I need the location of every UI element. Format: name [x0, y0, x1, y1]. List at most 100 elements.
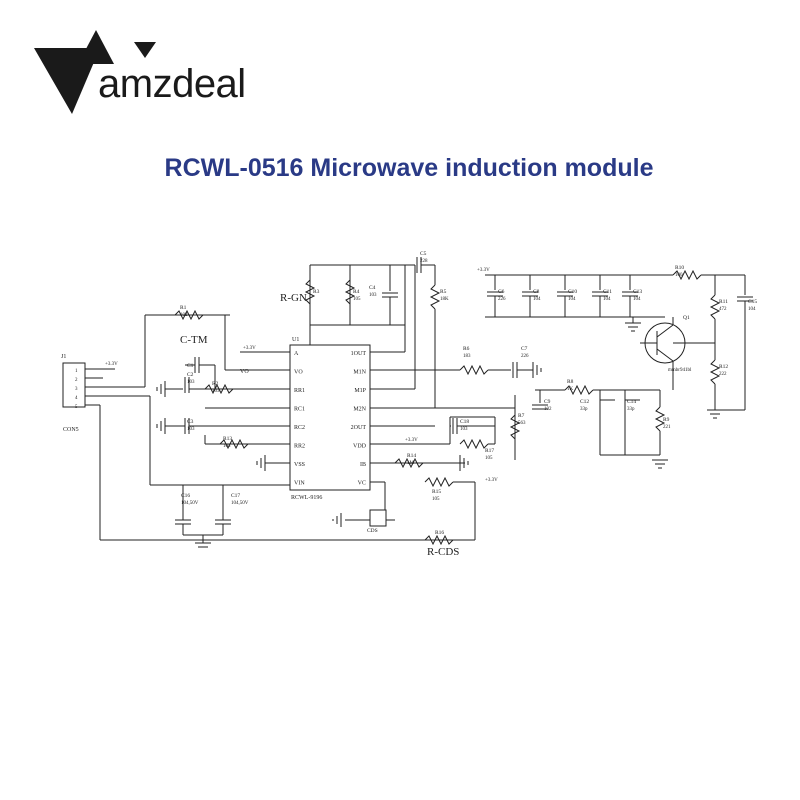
chip-part: RCWL-9196 — [291, 495, 322, 501]
component-ref-c1: C1 — [187, 363, 194, 369]
chip-right-pin-vdd: VDD — [353, 444, 367, 450]
component-value-c8: 104 — [533, 297, 541, 302]
chip-right-pin-m1n: M1N — [353, 370, 366, 376]
component-value-c12: 33p — [580, 407, 588, 412]
component-ref-c7: C7 — [521, 346, 528, 352]
component-ref-c14: C14 — [627, 399, 636, 405]
connector-pin-2: 2 — [75, 378, 78, 383]
component-ref-cds: CDS — [367, 528, 378, 534]
circuit-schematic: J1CON512345+3.3VU1RCWL-9196AVORR1RC1RC2R… — [61, 251, 757, 558]
chip-right-pin-vc: VC — [358, 481, 366, 487]
component-ref-c3: C3 — [187, 419, 194, 425]
chip-right-pin-ib: IB — [360, 462, 366, 468]
component-value-r4: 105 — [353, 297, 361, 302]
component-value-c4: 103 — [369, 293, 377, 298]
component-ref-c15: C15 — [748, 299, 757, 305]
chip-left-pin-rr2: RR2 — [294, 444, 305, 450]
connector-name: CON5 — [63, 427, 79, 433]
rail-label: +3.3V — [485, 478, 498, 483]
connector-ref: J1 — [61, 354, 66, 360]
component-value-c18: 103 — [460, 427, 468, 432]
component-ref-r16: R16 — [435, 530, 444, 536]
component-value-c5: 228 — [420, 259, 428, 264]
component-ref-r13: R13 — [223, 436, 232, 442]
component-value-c15: 104 — [748, 307, 756, 312]
component-ref-r6: R6 — [463, 346, 470, 352]
component-value-c11: 104 — [603, 297, 611, 302]
chip-left-pin-rc2: RC2 — [294, 425, 305, 431]
component-value-c3: 103 — [187, 427, 195, 432]
component-ref-r4: R4 — [353, 289, 360, 295]
chip-right-pin-m1p: M1P — [354, 388, 366, 394]
component-value-c2: 103 — [187, 380, 195, 385]
component-ref-r11: R11 — [719, 299, 728, 305]
chip-left-pin-rc1: RC1 — [294, 407, 305, 413]
component-value-c13: 104 — [633, 297, 641, 302]
connector-pin-4: 4 — [75, 396, 78, 401]
component-value-q1: mmbr941bl — [668, 368, 692, 373]
component-ref-c5: C5 — [420, 251, 427, 257]
component-value-c17: 104,50V — [231, 501, 249, 506]
connector-pin-3: 3 — [75, 387, 78, 392]
component-value-r11: 472 — [719, 307, 727, 312]
schematic-wires — [62, 257, 753, 548]
component-ref-c6: C6 — [498, 289, 505, 295]
component-value-c16: 104,50V — [181, 501, 199, 506]
component-value-r6: 183 — [463, 354, 471, 359]
component-ref-q1: Q1 — [683, 315, 690, 321]
chip-left-pin-rr1: RR1 — [294, 388, 305, 394]
component-ref-c16: C16 — [181, 493, 190, 499]
component-value-r17: 105 — [485, 456, 493, 461]
brand-name: amzdeal — [98, 62, 246, 106]
component-ref-r5: R5 — [440, 289, 447, 295]
component-value-r5: 18K — [440, 297, 449, 302]
component-ref-r3: R3 — [313, 289, 320, 295]
component-ref-r14: R14 — [407, 453, 416, 459]
component-value-r8: 1K — [567, 387, 574, 392]
chip-right-pin-2out: 2OUT — [351, 425, 367, 431]
component-ref-c4: C4 — [369, 285, 376, 291]
chip-left-pin-vss: VSS — [294, 462, 305, 468]
component-value-r14: 1M — [407, 461, 415, 466]
component-value-r1: 102 — [180, 313, 188, 318]
component-value-r7: 563 — [518, 421, 526, 426]
component-value-c9: 102 — [544, 407, 552, 412]
component-value-r9: 221 — [663, 425, 671, 430]
component-ref-c8: C8 — [533, 289, 540, 295]
connector-supply-label: +3.3V — [105, 362, 118, 367]
component-ref-r8: R8 — [567, 379, 574, 385]
component-ref-r2: R2 — [212, 381, 219, 387]
chip-right-pin-m2n: M2N — [353, 407, 366, 413]
chip-left-pin-vin: VIN — [294, 481, 305, 487]
component-ref-c17: C17 — [231, 493, 240, 499]
callout-r-gn: R-GN — [280, 292, 307, 304]
component-ref-c10: C10 — [568, 289, 577, 295]
component-value-r2: 103 — [212, 389, 220, 394]
callout-r-cds: R-CDS — [427, 546, 459, 558]
logo-triangle-icon — [34, 30, 156, 114]
component-value-c6: 226 — [498, 297, 506, 302]
component-value-r13: 105 — [223, 444, 231, 449]
chip-right-pin-1out: 1OUT — [351, 351, 367, 357]
callout-c-tm: C-TM — [180, 334, 208, 346]
component-ref-c11: C11 — [603, 289, 612, 295]
component-value-c14: 33p — [627, 407, 635, 412]
component-ref-r15: R15 — [432, 489, 441, 495]
component-ref-r17: R17 — [485, 448, 494, 454]
rail-label: +3.3V — [405, 438, 418, 443]
component-ref-r1: R1 — [180, 305, 187, 311]
component-value-r12: 222 — [719, 372, 727, 377]
rail-label: +3.3V — [477, 268, 490, 273]
chip-left-pin-a: A — [294, 351, 299, 357]
component-value-c7: 226 — [521, 354, 529, 359]
component-ref-c13: C13 — [633, 289, 642, 295]
net-label-vo: VO — [240, 369, 249, 375]
component-value-c10: 104 — [568, 297, 576, 302]
chip-ref: U1 — [292, 337, 299, 343]
component-ref-c9: C9 — [544, 399, 551, 405]
chip-left-pin-vo: VO — [294, 370, 303, 376]
component-ref-r10: R10 — [675, 265, 684, 271]
component-value-r10: 100 — [675, 273, 683, 278]
component-ref-r7: R7 — [518, 413, 525, 419]
brand-logo — [30, 30, 270, 120]
